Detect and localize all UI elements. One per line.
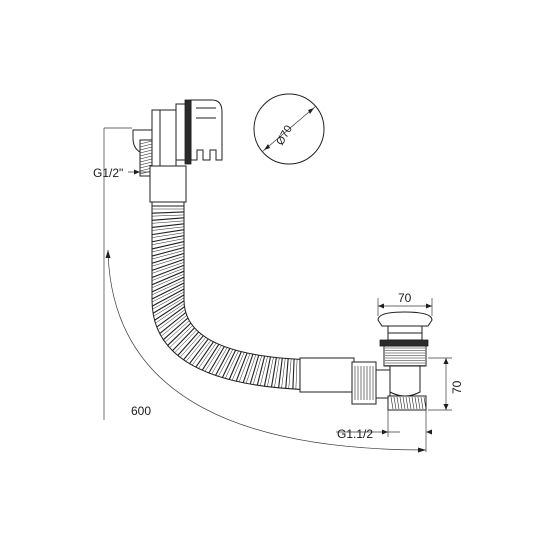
overflow-diameter-label: Ø70 bbox=[274, 123, 295, 147]
drawing-stroke bbox=[161, 315, 187, 336]
drawing-stroke bbox=[286, 359, 288, 389]
waste-height-dimension: 70 bbox=[428, 358, 464, 410]
inlet-thread-label: G1/2" bbox=[93, 166, 123, 180]
drawing-stroke bbox=[271, 357, 276, 387]
drawing-stroke bbox=[152, 218, 184, 220]
overflow-gasket bbox=[185, 100, 191, 164]
drawing-stroke bbox=[178, 332, 199, 355]
drawing-stroke bbox=[165, 321, 189, 343]
drawing-stroke bbox=[152, 239, 184, 245]
drawing-stroke bbox=[170, 326, 193, 348]
drawing-stroke bbox=[172, 328, 194, 351]
drawing-stroke bbox=[296, 359, 297, 389]
drawing-stroke bbox=[205, 345, 222, 371]
drawing-stroke bbox=[152, 236, 184, 242]
hose-length-dimension: 600 bbox=[106, 250, 427, 453]
drawing-stroke bbox=[152, 242, 184, 249]
drawing-stroke bbox=[152, 286, 184, 302]
drawing-stroke bbox=[152, 268, 184, 280]
drawing-stroke bbox=[152, 230, 184, 235]
drawing-stroke bbox=[152, 221, 184, 223]
drawing-stroke bbox=[222, 350, 235, 377]
waste-height-label: 70 bbox=[450, 380, 464, 394]
click-clack-cap bbox=[378, 312, 432, 326]
side-connector bbox=[376, 370, 390, 398]
hose-corrugations bbox=[152, 206, 303, 389]
drawing-stroke bbox=[152, 277, 184, 292]
overflow-assembly: G1/2" bbox=[93, 100, 222, 420]
drawing-stroke bbox=[264, 357, 270, 386]
drawing-stroke bbox=[216, 348, 230, 375]
drawing-stroke bbox=[279, 358, 283, 388]
drawing-stroke bbox=[289, 359, 291, 389]
drawing-stroke bbox=[196, 342, 214, 367]
drawing-stroke bbox=[152, 212, 184, 213]
waste-assembly bbox=[352, 312, 432, 410]
waste-body bbox=[390, 366, 420, 396]
outlet-thread-label: G1.1/2 bbox=[337, 427, 373, 441]
drawing-stroke bbox=[229, 352, 241, 380]
cap-width-label: 70 bbox=[398, 291, 412, 305]
hose-nut-knurl bbox=[355, 366, 373, 400]
drawing-stroke bbox=[152, 224, 184, 228]
drawing-stroke bbox=[190, 339, 209, 364]
drawing-stroke bbox=[152, 215, 184, 216]
drawing-stroke bbox=[168, 323, 191, 345]
hose-bottom-sleeve bbox=[300, 358, 354, 392]
overflow-body bbox=[152, 110, 176, 170]
drawing-stroke bbox=[175, 330, 197, 353]
hose-length-label: 600 bbox=[131, 404, 151, 418]
overflow-diameter-view: Ø70 bbox=[254, 94, 324, 164]
corrugated-hose bbox=[150, 166, 354, 392]
drawing-stroke bbox=[180, 334, 201, 357]
drawing-stroke bbox=[293, 359, 294, 389]
outlet-thread-dimension: G1.1/2 bbox=[336, 410, 432, 452]
drawing-stroke bbox=[184, 336, 204, 360]
drawing-stroke bbox=[152, 271, 184, 285]
drawing-stroke bbox=[257, 356, 264, 385]
waste-flange bbox=[380, 340, 428, 346]
overflow-faceplate bbox=[191, 100, 222, 160]
hose-top-sleeve bbox=[150, 166, 186, 202]
drawing-stroke bbox=[152, 265, 184, 277]
